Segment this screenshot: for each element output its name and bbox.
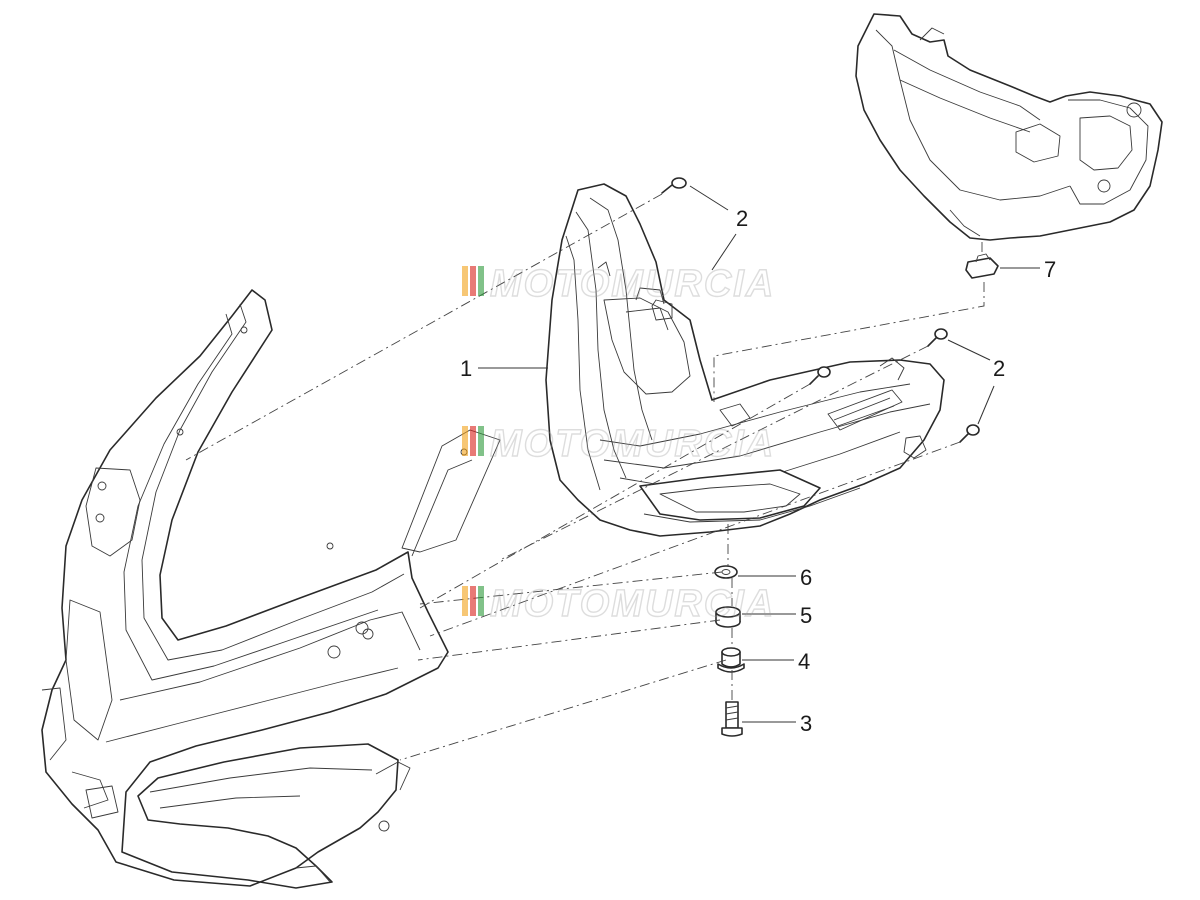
bolt <box>721 701 743 737</box>
watermark-color-bar <box>478 586 484 616</box>
watermark-text-bottom: MOTOMURCIA <box>490 583 775 625</box>
watermark-color-bar <box>462 266 468 296</box>
screw-right-lower <box>959 424 980 443</box>
watermark-text-middle: MOTOMURCIA <box>490 423 775 465</box>
washer <box>714 565 738 579</box>
callout-7: 7 <box>1044 257 1056 282</box>
grommet <box>715 606 741 628</box>
callout-4: 4 <box>798 649 810 674</box>
callout-1: 1 <box>460 356 472 381</box>
callout-5: 5 <box>800 603 812 628</box>
callout-2-right: 2 <box>993 356 1005 381</box>
headlight-assembly <box>545 183 945 537</box>
spacer <box>717 647 745 673</box>
watermark-color-bar <box>478 426 484 456</box>
assembly-lines <box>185 193 985 761</box>
watermark-color-bar <box>478 266 484 296</box>
watermark-color-bar <box>462 426 468 456</box>
screw-right-middle <box>809 366 831 385</box>
watermark-top: MOTOMURCIA <box>462 262 775 306</box>
hardware-parts <box>661 177 999 737</box>
watermark-text-top: MOTOMURCIA <box>490 263 775 305</box>
leader-lines <box>478 185 1040 723</box>
callout-labels: 1 2 2 3 4 5 6 7 <box>460 206 1056 736</box>
headlight-support-bracket <box>855 13 1163 241</box>
watermark-color-bar <box>470 586 476 616</box>
watermark-color-bar <box>462 586 468 616</box>
screw-top <box>661 177 687 194</box>
watermark-bottom: MOTOMURCIA <box>462 582 775 626</box>
clip-nut <box>965 257 999 279</box>
callout-6: 6 <box>800 565 812 590</box>
watermark-color-bar <box>470 426 476 456</box>
watermark-color-bar <box>470 266 476 296</box>
front-fairing <box>41 289 501 889</box>
screw-right-upper <box>927 328 948 347</box>
watermark-middle: MOTOMURCIA <box>462 422 775 466</box>
callout-2-upper: 2 <box>736 206 748 231</box>
callout-3: 3 <box>800 711 812 736</box>
